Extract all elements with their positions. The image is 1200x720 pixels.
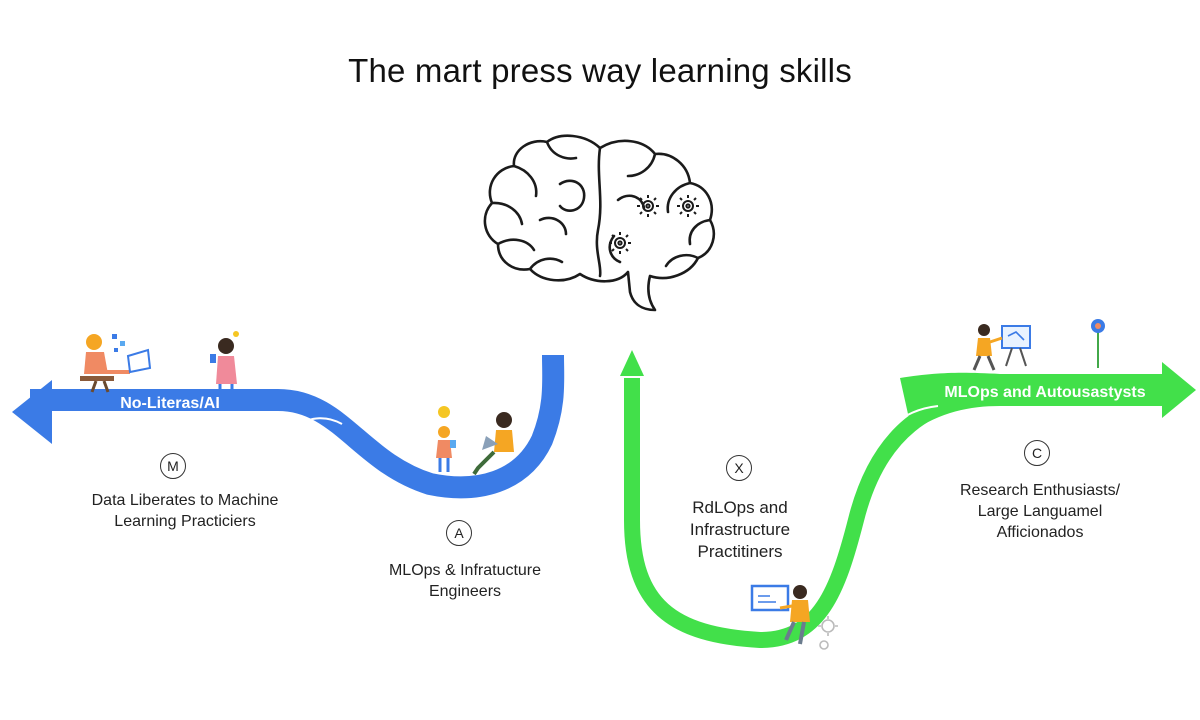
- label-data-liberates: Data Liberates to Machine Learning Pract…: [60, 490, 310, 532]
- green-path-arrow: [620, 350, 1196, 649]
- label-line: Practitiners: [697, 542, 783, 561]
- person-with-phone-illustration: [210, 331, 239, 396]
- badge-x: X: [726, 455, 752, 481]
- badge-a: A: [446, 520, 472, 546]
- label-rilops-practitioners: RdLOps and Infrastructure Practitiners: [650, 497, 830, 563]
- flower-icon: [1091, 319, 1105, 368]
- gear-icon: [609, 232, 631, 254]
- label-line: Engineers: [428, 583, 502, 600]
- person-at-laptop-illustration: [80, 334, 152, 393]
- badge-c: C: [1024, 440, 1050, 466]
- person-sitting-laptop-illustration: [472, 412, 514, 476]
- gear-icon: [677, 195, 699, 217]
- person-at-whiteboard-illustration: [972, 324, 1031, 371]
- label-line: Afficionados: [996, 524, 1084, 541]
- badge-m: M: [160, 453, 186, 479]
- blue-arrow-label-line: Product Operators: [99, 416, 241, 433]
- lightbulb-icon: [438, 406, 450, 418]
- label-research-enthusiasts: Research Enthusiasts/ Large Languamel Af…: [930, 480, 1150, 543]
- blue-arrow-label-line: No-Literas/AI: [120, 395, 220, 412]
- label-line: Learning Practiciers: [114, 513, 256, 530]
- person-with-lightbulb-illustration: [436, 406, 456, 472]
- brain-icon: [483, 134, 715, 312]
- label-line: RdLOps and: [692, 498, 788, 517]
- green-arrow-label: MLOps and Autousastysts: [944, 384, 1146, 401]
- blue-arrow-label: No-Literas/AI Product Operators: [80, 393, 260, 435]
- label-line: Infrastructure: [689, 520, 791, 539]
- label-line: Data Liberates to Machine: [91, 492, 279, 509]
- blue-path-arrow: [12, 354, 565, 499]
- gear-icon: [637, 195, 659, 217]
- label-line: Research Enthusiasts/: [959, 482, 1121, 499]
- label-line: Large Languamel: [977, 503, 1103, 520]
- label-line: MLOps & Infratucture: [388, 562, 542, 579]
- page-title: The mart press way learning skills: [348, 52, 852, 89]
- gear-icon: [818, 616, 838, 650]
- label-mlops-infra-engineers: MLOps & Infratucture Engineers: [355, 560, 575, 602]
- person-with-monitor-illustration: [750, 584, 810, 645]
